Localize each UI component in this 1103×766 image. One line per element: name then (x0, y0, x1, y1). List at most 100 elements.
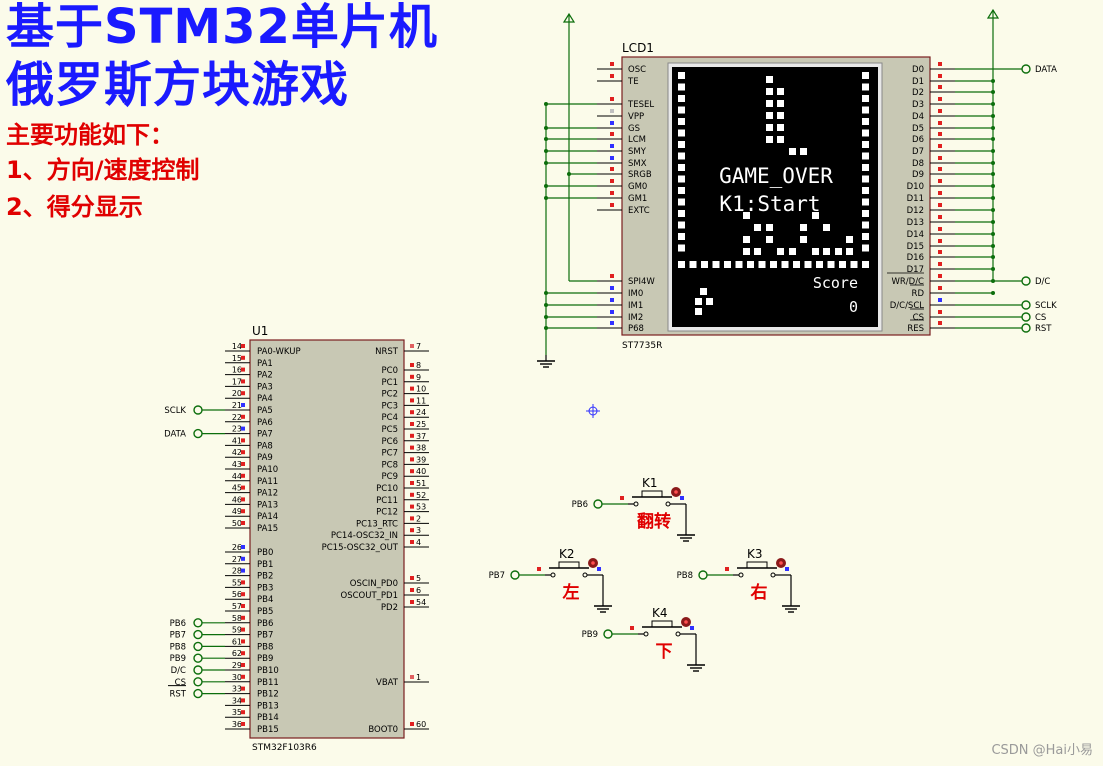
mcu-pin-name: PB14 (257, 713, 279, 723)
tetris-block (695, 308, 702, 315)
tetris-block (695, 298, 702, 305)
tetris-block (678, 221, 685, 229)
tetris-block (678, 164, 685, 171)
mcu-pin-name: PA9 (257, 453, 273, 463)
junction-dot (991, 267, 995, 271)
tetris-block (678, 83, 685, 91)
tetris-block (678, 198, 685, 206)
pin-marker (241, 674, 245, 679)
pin-marker (938, 167, 942, 171)
key-net-label: PB7 (489, 571, 505, 581)
tetris-block (770, 261, 777, 268)
button-contact (633, 501, 639, 507)
mcu-pin-number: 27 (232, 555, 242, 564)
pin-marker (241, 545, 245, 549)
button-contact (738, 572, 744, 578)
tetris-block (804, 261, 812, 268)
lcd-pin-name: TESEL (627, 100, 654, 110)
junction-dot (544, 102, 548, 106)
mcu-pin-name: OSCOUT_PD1 (341, 591, 398, 601)
net-terminal (1021, 276, 1031, 286)
pin-marker (241, 450, 245, 455)
mcu-pin-name: PA10 (257, 465, 278, 475)
mcu-pin-name: PB8 (257, 642, 273, 652)
pin-marker (630, 626, 634, 630)
watermark: CSDN @Hai小易 (991, 743, 1093, 758)
pin-marker (680, 496, 684, 500)
pin-marker (241, 580, 245, 585)
tetris-block (862, 175, 869, 183)
mcu-pin-number: 14 (232, 342, 242, 351)
mcu-pin-number: 24 (416, 408, 426, 417)
lcd-screen (672, 67, 878, 327)
key-label: 翻转 (637, 511, 671, 532)
mcu-pin-name: PC2 (382, 390, 398, 400)
mcu-pin-number: 45 (232, 484, 242, 493)
mcu-pin-number: 43 (232, 460, 242, 469)
junction-dot (991, 255, 995, 259)
pin-marker (938, 298, 942, 302)
tetris-block (862, 72, 869, 79)
mcu-pin-number: 3 (416, 526, 421, 535)
net-label-pb9: PB9 (170, 654, 186, 664)
tetris-block (846, 236, 853, 243)
lcd-pin-name: SMX (628, 159, 647, 169)
button-contact (582, 572, 588, 578)
tetris-block (777, 112, 784, 119)
pin-marker (410, 445, 414, 450)
mcu-pin-number: 38 (416, 444, 426, 453)
mcu-pin-number: 17 (232, 377, 242, 386)
pin-marker (241, 462, 245, 466)
tetris-block (678, 175, 685, 183)
button-plunger (746, 561, 768, 569)
mcu-pin-number: 49 (232, 507, 242, 516)
lcd-score-label: Score (813, 274, 858, 292)
mcu-pin-name: PC10 (376, 484, 398, 494)
pin-marker (610, 132, 614, 136)
pin-marker (410, 374, 414, 379)
mcu-pin-name: OSCIN_PD0 (350, 579, 398, 589)
tetris-block (789, 248, 796, 255)
junction-dot (544, 315, 548, 319)
tetris-block (777, 124, 784, 131)
mcu-pin-name: PD2 (381, 603, 398, 613)
lcd-pin-name: WR/D/C (891, 277, 924, 287)
net-label-sclk: SCLK (164, 406, 186, 416)
tetris-block (862, 221, 869, 229)
junction-dot (991, 184, 995, 188)
pin-marker (410, 469, 414, 474)
mcu-pin-number: 59 (232, 626, 242, 635)
mcu-pin-name: PA4 (257, 394, 273, 404)
tetris-block (766, 112, 773, 119)
lcd-pin-name: GS (628, 124, 640, 134)
pin-marker (410, 422, 414, 426)
tetris-block (766, 100, 773, 107)
tetris-block (678, 106, 685, 114)
mcu-pin-number: 9 (416, 373, 421, 382)
junction-dot (544, 196, 548, 200)
pin-marker (241, 592, 245, 597)
lcd-pin-name: D11 (907, 194, 924, 204)
tetris-block (862, 129, 869, 137)
lcd-pin-name: D16 (907, 253, 924, 263)
net-label-data: DATA (164, 430, 186, 440)
tetris-block (777, 248, 784, 255)
tetris-block (701, 261, 708, 268)
mcu-pin-name: PB11 (257, 678, 279, 688)
net-terminal (193, 405, 203, 415)
pin-marker (690, 626, 694, 630)
pin-marker (410, 363, 414, 367)
net-label-lcd-sclk: SCLK (1035, 301, 1057, 311)
pin-marker (241, 367, 245, 372)
lcd-part: ST7735R (622, 341, 662, 351)
button-indicator-icon (674, 490, 678, 494)
pin-marker (410, 398, 414, 403)
pin-marker (410, 576, 414, 580)
mcu-pin-name: PB2 (257, 572, 273, 582)
key-net-label: PB8 (677, 571, 693, 581)
pin-marker (241, 627, 245, 632)
mcu-pin-name: PA3 (257, 382, 273, 392)
tetris-block (823, 248, 830, 255)
mcu-pin-number: 6 (416, 586, 421, 595)
